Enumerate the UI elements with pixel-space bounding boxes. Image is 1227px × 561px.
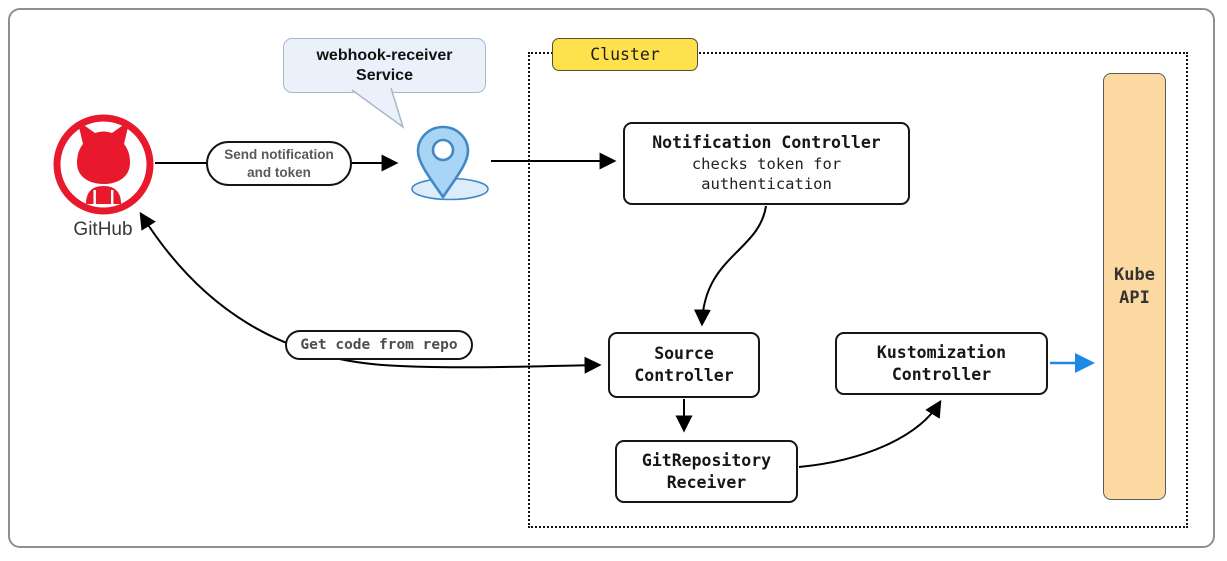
webhook-service-line1: webhook-receiver: [316, 46, 453, 64]
kustomization-controller-line1: Kustomization: [876, 342, 1007, 362]
kube-api-line2: API: [1119, 287, 1150, 308]
send-notification-line2: and token: [247, 164, 311, 180]
webhook-service-line2: Service: [356, 66, 413, 84]
source-controller-line1: Source: [654, 344, 714, 364]
cluster-label: Cluster: [552, 38, 698, 71]
kube-api-line1: Kube: [1114, 265, 1155, 286]
get-code-text: Get code from repo: [300, 337, 458, 353]
source-controller-line2: Controller: [634, 366, 734, 385]
source-controller-node: Source Controller: [608, 332, 760, 398]
location-pin-icon: [411, 125, 489, 201]
github-icon: [53, 114, 154, 215]
gitrepository-receiver-line2: Receiver: [666, 472, 747, 492]
speech-bubble-tail: [351, 87, 405, 129]
webhook-service-bubble: webhook-receiver Service: [283, 38, 486, 93]
notification-controller-sub1: checks token for: [691, 154, 842, 173]
gitrepository-receiver-line1: GitRepository: [641, 450, 772, 470]
send-notification-label: Send notification and token: [206, 141, 352, 186]
get-code-label: Get code from repo: [285, 330, 473, 360]
notification-controller-title: Notification Controller: [652, 133, 881, 153]
gitrepository-receiver-node: GitRepository Receiver: [615, 440, 798, 503]
kustomization-controller-node: Kustomization Controller: [835, 332, 1048, 395]
notification-controller-sub2: authentication: [701, 175, 832, 194]
cluster-label-text: Cluster: [590, 45, 660, 64]
kustomization-controller-line2: Controller: [891, 364, 992, 384]
notification-controller-node: Notification Controller checks token for…: [623, 122, 910, 205]
kube-api-node: Kube API: [1103, 73, 1166, 500]
send-notification-line1: Send notification: [224, 146, 334, 162]
github-label: GitHub: [73, 219, 133, 240]
